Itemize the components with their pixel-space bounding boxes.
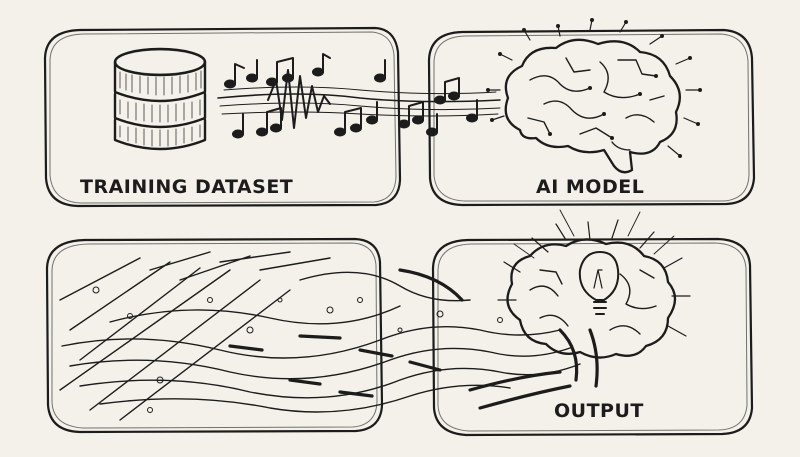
output-label: OUTPUT (554, 400, 644, 422)
flow-swirl (59, 251, 599, 421)
waveform (267, 69, 331, 129)
ai-model-label: AI MODEL (536, 176, 645, 198)
training-dataset-label: TRAINING DATASET (80, 176, 294, 198)
brain-icon (497, 209, 691, 359)
database-icon (113, 47, 207, 151)
music-note-icon (224, 53, 478, 139)
panel-frame-output (431, 237, 754, 437)
panel-frame-training (43, 26, 402, 208)
brain-icon (486, 18, 702, 174)
panel-frame-model (427, 28, 756, 207)
lightbulb-icon (578, 251, 620, 315)
panel-frame-input-flow (45, 237, 384, 434)
